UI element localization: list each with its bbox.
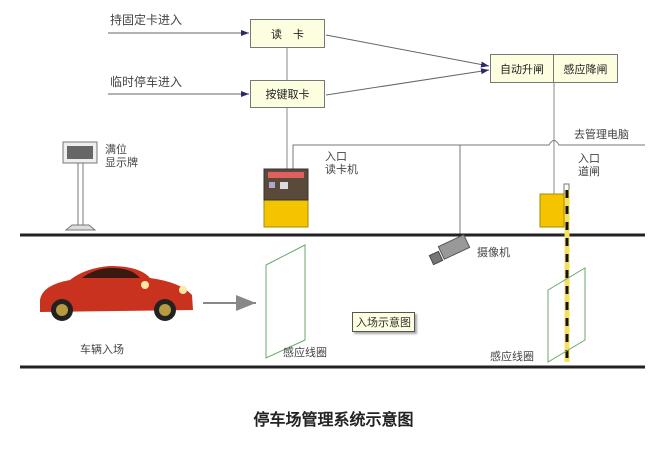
camera-label: 摄像机 bbox=[477, 246, 510, 259]
card-reader-icon bbox=[263, 168, 309, 228]
diagram-title: 停车场管理系统示意图 bbox=[253, 410, 414, 429]
camera-icon bbox=[428, 234, 471, 266]
reader-label: 入口 读卡机 bbox=[325, 150, 358, 176]
coil2-label: 感应线圈 bbox=[490, 350, 534, 363]
key-to-gate-arrow bbox=[325, 68, 490, 96]
to-pc-label: 去管理电脑 bbox=[574, 128, 629, 141]
full-sign-icon bbox=[62, 141, 98, 231]
induction-coil-1 bbox=[265, 244, 306, 359]
gate-label: 入口 道闸 bbox=[578, 152, 600, 178]
barrier-gate-icon bbox=[539, 183, 570, 228]
reader-label-1: 入口 bbox=[325, 150, 347, 163]
car-icon bbox=[40, 266, 193, 321]
read-card-box: 读 卡 bbox=[250, 19, 325, 48]
full-sign-label-2: 显示牌 bbox=[105, 156, 138, 169]
reader-label-2: 读卡机 bbox=[325, 163, 358, 176]
temp-parking-label: 临时停车进入 bbox=[110, 75, 183, 89]
press-key-card-box: 按键取卡 bbox=[250, 80, 325, 108]
induction-coil-2 bbox=[547, 267, 586, 363]
full-sign-label-1: 满位 bbox=[105, 143, 127, 156]
sense-lower-box: 感应降闸 bbox=[553, 54, 618, 83]
coil1-label: 感应线圈 bbox=[283, 346, 327, 359]
full-sign-label: 满位 显示牌 bbox=[105, 143, 138, 169]
gate-label-2: 道闸 bbox=[578, 165, 600, 178]
auto-raise-box: 自动升闸 bbox=[490, 54, 554, 83]
read-to-gate-arrow bbox=[325, 34, 490, 68]
gate-label-1: 入口 bbox=[578, 152, 600, 165]
entry-diagram-note: 入场示意图 bbox=[352, 312, 415, 332]
fixed-card-label: 持固定卡进入 bbox=[110, 13, 183, 27]
pc-network-line bbox=[292, 140, 645, 169]
vehicle-entry-label: 车辆入场 bbox=[80, 343, 124, 356]
